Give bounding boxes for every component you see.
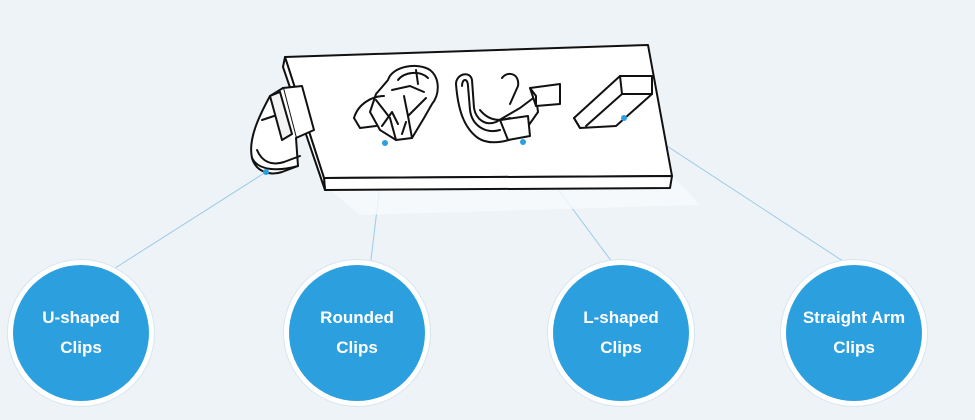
rounded-label-line1: Rounded bbox=[320, 308, 394, 327]
rounded-label-line2: Clips bbox=[336, 338, 378, 357]
straight-arm-label-line1: Straight Arm bbox=[802, 308, 906, 327]
anchor-dot-rounded bbox=[382, 140, 388, 146]
leader-line-u-shaped bbox=[111, 171, 267, 271]
l-shaped-label-line1: L-shaped bbox=[583, 308, 659, 327]
anchor-dot-straight-arm bbox=[621, 115, 627, 121]
u-shaped-label-line2: Clips bbox=[60, 338, 102, 357]
rounded-clips-label: Rounded Clips bbox=[289, 265, 425, 401]
l-shaped-clip bbox=[455, 72, 561, 144]
anchor-dots bbox=[263, 115, 627, 175]
straight-arm-clip bbox=[573, 75, 653, 129]
u-shaped-label-line1: U-shaped bbox=[42, 308, 120, 327]
rounded-clip bbox=[353, 64, 439, 141]
anchor-dot-l-shaped bbox=[520, 139, 526, 145]
anchor-dot-u-shaped bbox=[263, 169, 269, 175]
straight-arm-label-line2: Clips bbox=[833, 338, 875, 357]
u-shaped-clip bbox=[250, 85, 315, 175]
u-shaped-clips-label: U-shaped Clips bbox=[13, 265, 149, 401]
l-shaped-label-line2: Clips bbox=[600, 338, 642, 357]
straight-arm-clips-label: Straight Arm Clips bbox=[786, 265, 922, 401]
l-shaped-clips-label: L-shaped Clips bbox=[553, 265, 689, 401]
